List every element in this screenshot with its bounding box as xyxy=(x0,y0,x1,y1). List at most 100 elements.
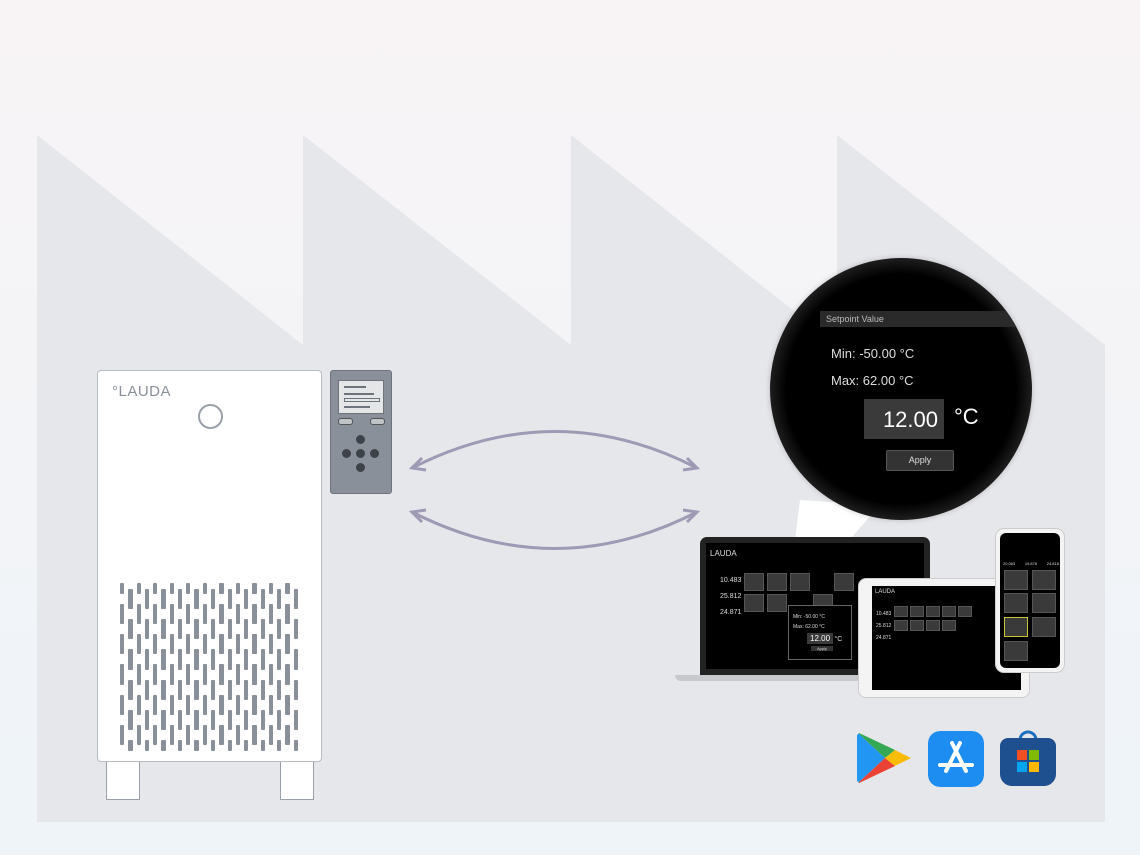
vent-slot xyxy=(136,703,141,715)
vent-slot xyxy=(219,643,224,655)
vent-slot xyxy=(268,694,274,706)
vent-slot xyxy=(277,679,282,691)
vent-slot xyxy=(244,598,249,610)
max-value: 62.00 °C xyxy=(862,373,914,388)
vent-slot xyxy=(177,679,183,691)
vent-slot xyxy=(128,619,133,631)
vent-slot xyxy=(169,733,174,745)
power-knob xyxy=(198,404,223,429)
reading: 24.871 xyxy=(876,635,892,641)
vent-slot xyxy=(169,613,174,625)
reading: 25.812 xyxy=(876,623,892,629)
vent-slot xyxy=(202,733,207,745)
vent-slot xyxy=(194,628,199,640)
vent-slot xyxy=(235,724,241,736)
vent-slot xyxy=(285,634,290,646)
vent-slot xyxy=(136,604,141,616)
microsoft-store-icon[interactable] xyxy=(1000,730,1056,786)
vent-slot xyxy=(194,589,199,601)
setpoint-input[interactable]: 12.00 xyxy=(807,633,834,644)
vent-slot xyxy=(202,583,207,595)
vent-slot xyxy=(227,619,232,631)
vent-slot xyxy=(219,583,224,595)
reading: 10.483 xyxy=(720,577,742,584)
vent-slot xyxy=(186,613,191,625)
apply-button[interactable]: Apply xyxy=(811,646,833,651)
vent-slot xyxy=(277,649,282,661)
vent-slot xyxy=(128,739,133,751)
vent-slot xyxy=(227,718,232,730)
vent-slot xyxy=(260,598,265,610)
vent-slot xyxy=(219,724,224,736)
vent-slot xyxy=(252,604,257,616)
vent-slot xyxy=(285,703,290,715)
vent-slot xyxy=(194,619,199,631)
vent-slot xyxy=(211,598,216,610)
vent-slot xyxy=(277,709,282,721)
vent-slot xyxy=(219,673,224,685)
vent-slot xyxy=(285,733,290,745)
vent-slot xyxy=(235,673,241,685)
vent-slot xyxy=(227,598,232,610)
min-value: -50.00 °C xyxy=(859,346,915,361)
vent-slot xyxy=(177,658,183,670)
vent-slot xyxy=(268,724,274,736)
vent-slot xyxy=(244,718,249,730)
vent-slot xyxy=(227,589,232,601)
vent-slot xyxy=(252,724,257,736)
vent-slot xyxy=(144,709,150,721)
vent-slot xyxy=(277,658,282,670)
vent-slot xyxy=(268,664,274,676)
vent-slot xyxy=(252,703,257,715)
vent-slot xyxy=(285,613,290,625)
vent-slot xyxy=(144,718,150,730)
panel-key-down xyxy=(356,463,365,472)
control-panel xyxy=(330,370,392,494)
vent-slot xyxy=(268,643,274,655)
vent-slot xyxy=(144,649,150,661)
vent-slot xyxy=(219,604,224,616)
vent-slot xyxy=(277,718,282,730)
vent-slot xyxy=(169,724,174,736)
vent-slot xyxy=(144,688,150,700)
vent-slot xyxy=(244,658,249,670)
vent-slot xyxy=(161,739,166,751)
vent-slot xyxy=(136,634,141,646)
vent-slot xyxy=(293,598,298,610)
panel-softkey-left xyxy=(338,418,353,425)
vent-slot xyxy=(169,703,174,715)
vent-slot xyxy=(244,679,249,691)
vent-slot xyxy=(268,604,274,616)
vent-slot xyxy=(136,613,141,625)
vent-slot xyxy=(153,604,158,616)
vent-slot xyxy=(211,589,216,601)
vent-slot xyxy=(161,688,166,700)
chiller-foot xyxy=(280,762,314,800)
vent-slot xyxy=(144,658,150,670)
vent-slot xyxy=(235,613,241,625)
vent-slot xyxy=(161,709,166,721)
vent-slot xyxy=(285,643,290,655)
vent-slot xyxy=(260,688,265,700)
vent-slot xyxy=(260,679,265,691)
vent-slot xyxy=(194,688,199,700)
vent-slot xyxy=(202,664,207,676)
vent-slot xyxy=(128,718,133,730)
vent-slot xyxy=(128,598,133,610)
vent-slot xyxy=(235,604,241,616)
app-store-icon[interactable] xyxy=(928,731,984,787)
setpoint-input[interactable]: 12.00 xyxy=(864,399,944,439)
vent-slot xyxy=(169,673,174,685)
vent-slot xyxy=(277,739,282,751)
vent-slot xyxy=(219,613,224,625)
vent-slot xyxy=(128,649,133,661)
vent-slot xyxy=(153,673,158,685)
vent-slot xyxy=(144,679,150,691)
vent-slot xyxy=(235,583,241,595)
apply-button[interactable]: Apply xyxy=(886,450,954,471)
vent-slot xyxy=(277,628,282,640)
vent-slot xyxy=(153,613,158,625)
google-play-icon[interactable] xyxy=(855,730,911,786)
vent-slot xyxy=(293,628,298,640)
max-value: Max: 62.00 °C xyxy=(793,624,825,630)
